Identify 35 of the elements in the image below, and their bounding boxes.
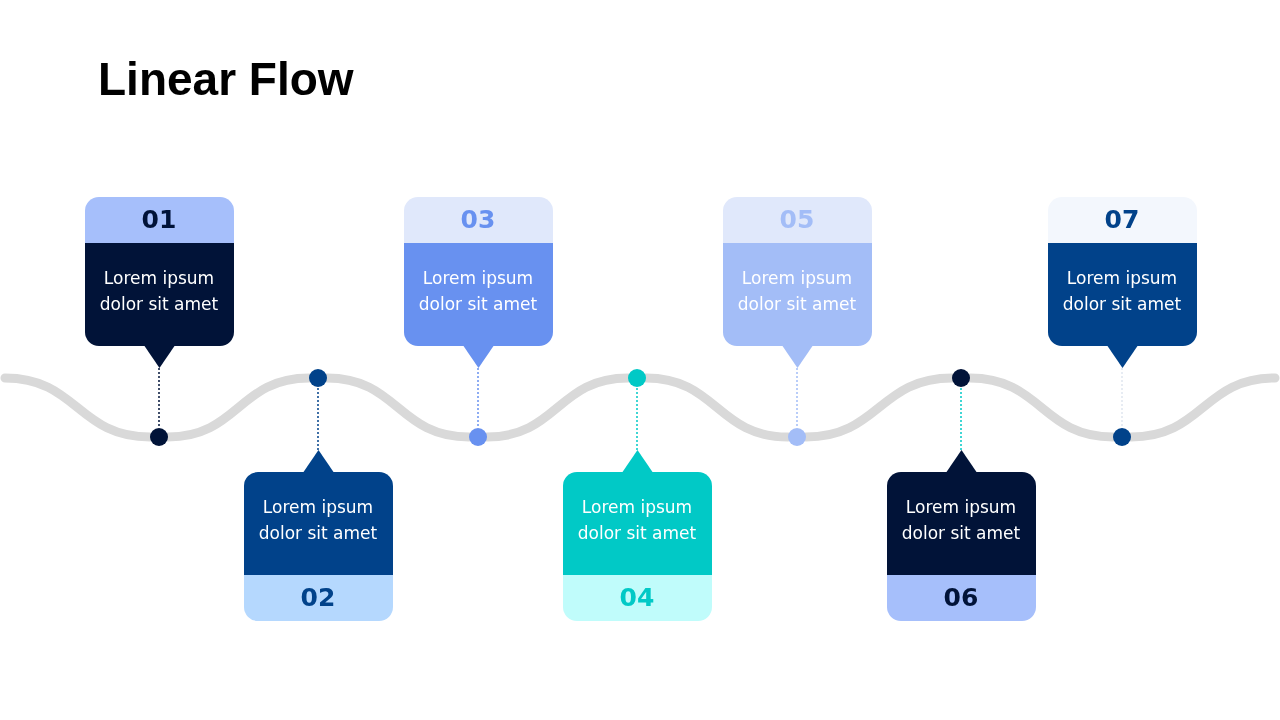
title: Linear Flow — [98, 52, 354, 106]
step-text: Lorem ipsum dolor sit amet — [1061, 267, 1183, 316]
callout-box — [243, 450, 393, 621]
step-text: Lorem ipsum dolor sit amet — [900, 496, 1022, 545]
step-number: 04 — [619, 582, 655, 614]
callout-box — [1047, 197, 1197, 368]
dotted-connector — [960, 386, 962, 451]
step-number: 02 — [300, 582, 336, 614]
step-number: 05 — [779, 204, 815, 236]
step-number: 06 — [943, 582, 979, 614]
step-text: Lorem ipsum dolor sit amet — [736, 267, 858, 316]
step-text: Lorem ipsum dolor sit amet — [98, 267, 220, 316]
timeline-dot — [628, 369, 646, 387]
step-text: Lorem ipsum dolor sit amet — [257, 496, 379, 545]
step-text: Lorem ipsum dolor sit amet — [576, 496, 698, 545]
timeline-dot — [150, 428, 168, 446]
dotted-connector — [158, 367, 160, 429]
step-number: 07 — [1104, 204, 1140, 236]
dotted-connector — [636, 386, 638, 451]
dotted-connector — [796, 367, 798, 429]
callout-box — [886, 450, 1036, 621]
callout-box — [562, 450, 712, 621]
callout-box — [722, 197, 872, 368]
dotted-connector — [477, 367, 479, 429]
timeline-dot — [469, 428, 487, 446]
timeline-dot — [788, 428, 806, 446]
step-text: Lorem ipsum dolor sit amet — [417, 267, 539, 316]
callout-box — [84, 197, 234, 368]
timeline-dot — [1113, 428, 1131, 446]
step-number: 01 — [141, 204, 177, 236]
callout-box — [403, 197, 553, 368]
timeline-dot — [309, 369, 327, 387]
step-number: 03 — [460, 204, 496, 236]
dotted-connector — [317, 386, 319, 451]
timeline-dot — [952, 369, 970, 387]
